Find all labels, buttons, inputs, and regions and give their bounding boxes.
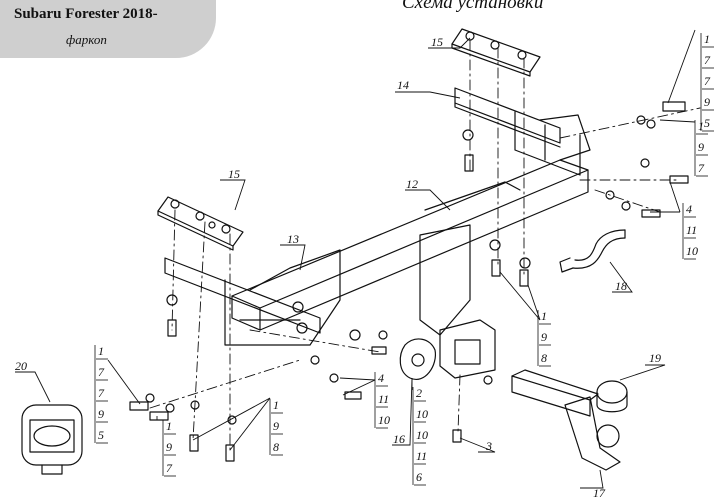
stack-label: 4 — [686, 202, 692, 216]
callout-c13: 13 — [287, 232, 299, 246]
callout-c12: 12 — [406, 177, 418, 191]
stack-label: 10 — [416, 407, 428, 421]
callout-c15a: 15 — [431, 35, 443, 49]
stack-label: 11 — [416, 449, 427, 463]
stack-label: 11 — [686, 223, 697, 237]
main-crossbar — [231, 159, 589, 331]
stack-label: 10 — [416, 428, 428, 442]
stack-label: 1 — [166, 419, 172, 433]
stack-label: 9 — [698, 140, 704, 154]
stack-s_cen: 1 9 8 — [537, 309, 551, 367]
stack-label: 1 — [704, 32, 710, 46]
side-bracket-right — [454, 87, 591, 176]
hitch-ball-mount — [511, 369, 628, 471]
stack-label: 11 — [378, 392, 389, 406]
callout-c19: 19 — [649, 351, 661, 365]
stack-label: 5 — [98, 428, 104, 442]
stack-s_tr1: 1 7 7 9 5 — [700, 32, 714, 132]
callout-c17: 17 — [593, 486, 606, 497]
stack-label: 9 — [98, 407, 104, 421]
stack-label: 4 — [378, 371, 384, 385]
mounting-plate-left — [157, 196, 244, 251]
wiring-harness — [559, 229, 626, 273]
stack-label: 1 — [698, 119, 704, 133]
mounting-plate-top — [451, 28, 541, 77]
stack-label: 9 — [541, 330, 547, 344]
stack-label: 8 — [273, 440, 279, 454]
stack-label: 2 — [416, 386, 422, 400]
stack-s_bl1: 1 7 7 9 5 — [94, 344, 108, 444]
alignment-guides — [149, 39, 701, 451]
callout-c16: 16 — [393, 432, 405, 446]
stack-label: 10 — [686, 244, 698, 258]
side-bracket-left — [164, 249, 341, 346]
model-title: Subaru Forester 2018- — [14, 6, 158, 22]
stack-label: 7 — [704, 53, 711, 67]
stack-label: 7 — [166, 461, 173, 475]
stack-label: 5 — [704, 116, 710, 130]
callout-c18: 18 — [615, 279, 627, 293]
stack-label: 1 — [98, 344, 104, 358]
stack-label: 10 — [378, 413, 390, 427]
stack-label: 9 — [704, 95, 710, 109]
callout-c14: 14 — [397, 78, 409, 92]
diagram-heading: Схема установки — [402, 0, 544, 13]
title-tab: Subaru Forester 2018- фаркоп — [0, 0, 216, 58]
stack-label: 9 — [273, 419, 279, 433]
leader-lines — [15, 29, 696, 489]
callout-c20: 20 — [15, 359, 27, 373]
stack-s_bc: 2 10 10 11 6 — [412, 386, 428, 486]
stack-s_rm: 4 11 10 — [682, 202, 698, 260]
stack-label: 7 — [98, 365, 105, 379]
socket-cover — [21, 404, 83, 475]
stack-label: 8 — [541, 351, 547, 365]
stack-label: 1 — [273, 398, 279, 412]
callout-c3: 3 — [485, 439, 492, 453]
stack-label: 7 — [704, 74, 711, 88]
stack-label: 7 — [98, 386, 105, 400]
stack-label: 7 — [698, 161, 705, 175]
stack-s_bl2: 1 9 7 — [162, 419, 176, 477]
stack-s_cl: 4 11 10 — [374, 371, 390, 429]
stack-s_tr2: 1 9 7 — [694, 119, 708, 177]
stack-s_bl3: 1 9 8 — [269, 398, 283, 456]
hitch-receiver — [399, 224, 496, 381]
stack-label: 9 — [166, 440, 172, 454]
callout-c15b: 15 — [228, 167, 240, 181]
stack-label: 1 — [541, 309, 547, 323]
product-subtitle: фаркоп — [66, 32, 107, 47]
fastener-set — [129, 101, 689, 462]
stack-label: 6 — [416, 470, 422, 484]
callout-labels: 1514151213181920316171779519741110198411… — [15, 32, 714, 497]
